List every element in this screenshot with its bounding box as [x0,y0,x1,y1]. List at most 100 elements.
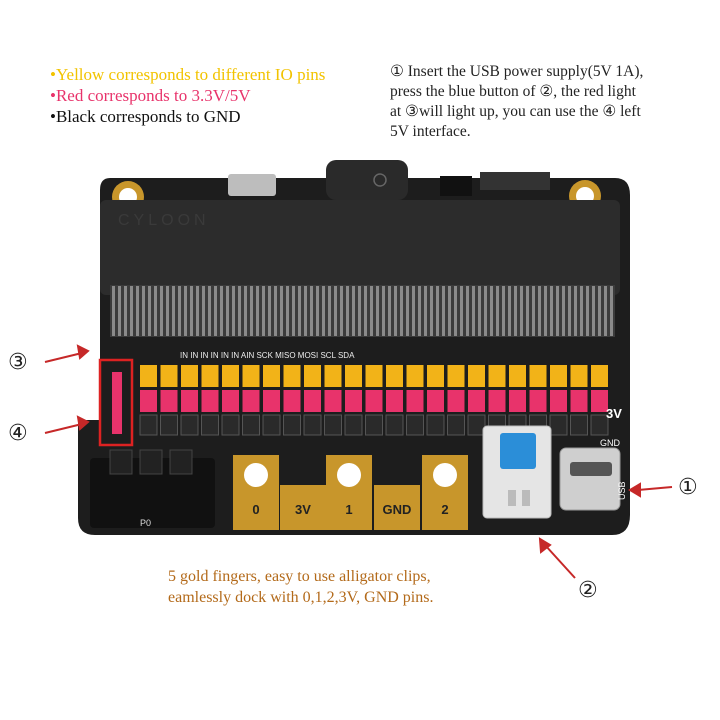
black-pin [221,414,240,436]
connector-contact [424,286,427,336]
connector-contact [574,286,577,336]
silk-3v: 3V [606,406,622,421]
red-pin [345,390,362,412]
marker-1: ① [678,475,698,500]
connector-contact [442,286,445,336]
black-pin [385,414,404,436]
gold-pad [280,485,326,530]
connector-contact [418,286,421,336]
connector-contact [598,286,601,336]
connector-contact [466,286,469,336]
connector-contact [250,286,253,336]
legend-black: •Black corresponds to GND [50,107,241,126]
yellow-pin [304,365,321,387]
yellow-pin [222,365,239,387]
connector-contact [184,286,187,336]
connector-contact [154,286,157,336]
connector-contact [304,286,307,336]
connector-contact [580,286,583,336]
black-pin [365,414,383,436]
left-5v-header [112,372,122,434]
black-pin [324,414,342,436]
black-pin [467,414,486,436]
connector-contact [208,286,211,336]
blue-button [500,433,536,469]
connector-contact [562,286,565,336]
connector-contact [400,286,403,336]
connector-contact [286,286,289,336]
connector-contact [550,286,553,336]
edge-connector-housing [100,200,620,295]
red-pin [591,390,608,412]
yellow-pin [140,365,157,387]
connector-contact [256,286,259,336]
connector-contact [472,286,475,336]
connector-contact [610,286,613,336]
gold-pad-label: 0 [252,502,259,517]
connector-contact [340,286,343,336]
connector-contact [490,286,493,336]
connector-contact [352,286,355,336]
connector-contacts [110,285,615,337]
red-pin [386,390,403,412]
black-pin [201,414,219,436]
connector-contact [544,286,547,336]
red-pin [488,390,506,412]
black-pin [242,414,260,436]
instr-line1: ① Insert the USB power supply(5V 1A), [390,63,644,80]
red-power-pins [140,390,608,412]
connector-contact [514,286,517,336]
connector-contact [328,286,331,336]
connector-contact [370,286,373,336]
connector-contact [220,286,223,336]
connector-contact [310,286,313,336]
connector-contact [334,286,337,336]
red-pin [263,390,280,412]
red-pin [304,390,321,412]
connector-contact [112,286,115,336]
connector-contact [394,286,397,336]
red-pin [529,390,547,412]
connector-contact [190,286,193,336]
yellow-pin [488,365,506,387]
black-pin [262,414,281,436]
yellow-pin [345,365,362,387]
red-pin [283,390,301,412]
connector-contact [148,286,151,336]
marker-3: ③ [8,350,28,375]
yellow-pin [242,365,260,387]
gold-pad [374,485,420,530]
black-gnd-pins [139,414,609,436]
connector-contact [262,286,265,336]
yellow-pin [509,365,526,387]
connector-contact [124,286,127,336]
contact-lines [112,286,613,336]
gold-pad-label: GND [383,502,412,517]
connector-contact [568,286,571,336]
instr-line3: at ③will light up, you can use the ④ lef… [390,103,641,120]
connector-contact [142,286,145,336]
gold-pad-hole [337,463,361,487]
connector-contact [298,286,301,336]
yellow-pin [181,365,198,387]
connector-contact [172,286,175,336]
connector-contact [292,286,295,336]
black-pin [160,414,178,436]
buzzer [326,160,408,200]
black-pin [426,414,445,436]
black-pin [139,414,158,436]
connector-contact [592,286,595,336]
connector-contact [454,286,457,336]
red-pin [324,390,342,412]
connector-contact [604,286,607,336]
connector-contact [508,286,511,336]
connector-contact [160,286,163,336]
connector-contact [214,286,217,336]
connector-contact [238,286,241,336]
red-pin [201,390,219,412]
connector-contact [382,286,385,336]
yellow-pin [447,365,465,387]
gold-pad-hole [433,463,457,487]
gold-pad-label: 1 [345,502,352,517]
